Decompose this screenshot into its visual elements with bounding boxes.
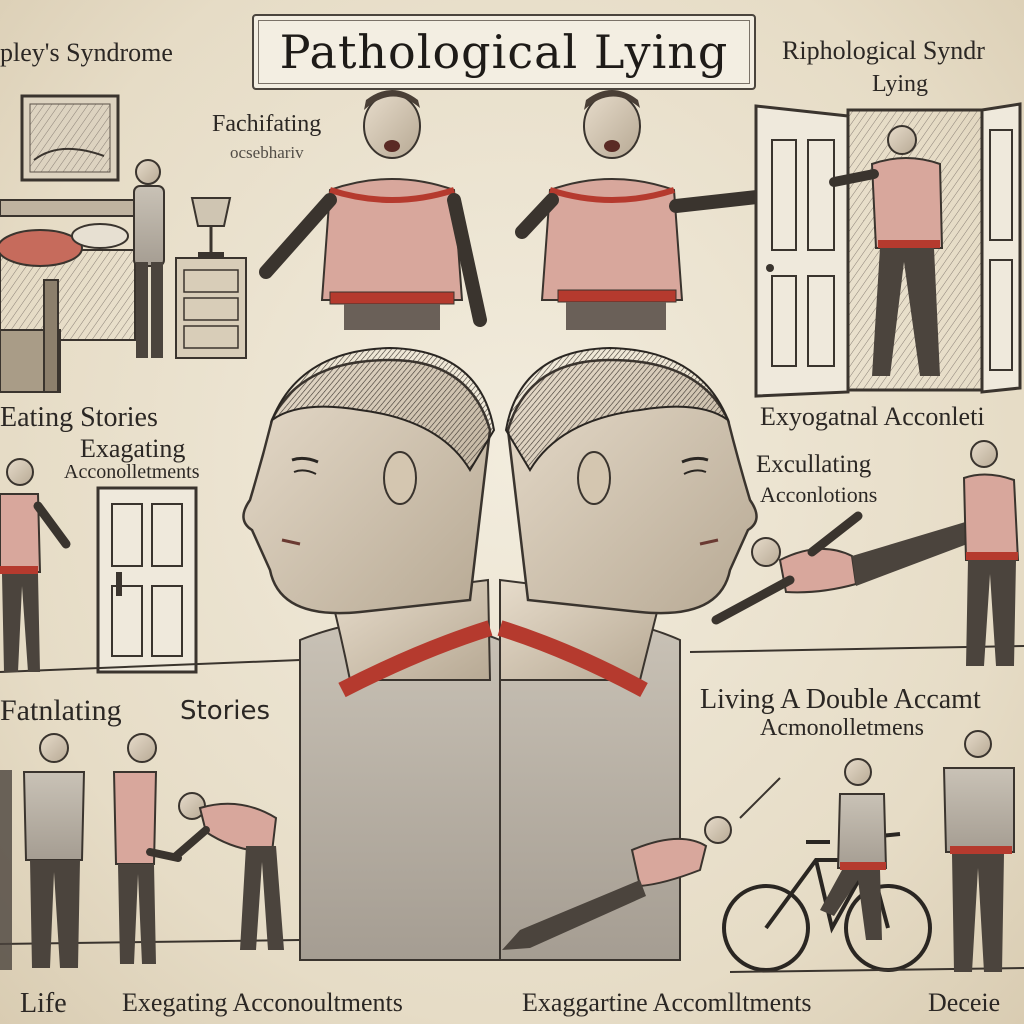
person-figure: [112, 733, 182, 964]
label-center-top-2: ocsebhariv: [230, 143, 304, 162]
label-right-mid-3: Acconlotions: [760, 482, 878, 507]
label-right-low-1: Living A Double Accamt: [700, 684, 981, 715]
label-left-low-2: Stories: [180, 696, 271, 726]
label-top-right-1: Riphological Syndr: [782, 36, 985, 65]
person-figure: [22, 733, 86, 968]
label-top-right-2: Lying: [872, 71, 929, 97]
leaping-scene: [689, 440, 1024, 666]
door-scene-left: [0, 458, 301, 674]
label-bottom-3: Exaggartine Accomlltments: [522, 988, 812, 1017]
door-icon: [980, 102, 1022, 394]
picture-frame-icon: [20, 94, 120, 182]
label-right-mid-2: Excullating: [756, 451, 872, 478]
label-center-top-1: Fachifating: [212, 111, 322, 137]
person-figure: [942, 730, 1015, 972]
person-figure: [259, 90, 487, 330]
twin-profile-portrait: [242, 346, 758, 961]
label-right-low-2: Acmonolletmens: [760, 715, 924, 741]
page-title: Pathological Lying: [279, 25, 729, 79]
gesturing-men-scene: [259, 90, 773, 330]
person-figure: [133, 159, 165, 358]
bedroom-scene: [0, 94, 247, 393]
person-figure: [502, 816, 732, 950]
label-bottom-2: Exegating Acconoultments: [122, 988, 403, 1017]
left-profile-head: [242, 346, 501, 961]
bicycle-scene: [502, 730, 1024, 973]
lamp-icon: [190, 197, 232, 258]
person-figure: [820, 758, 888, 940]
bed-icon: [0, 199, 141, 393]
bowing-scene: [0, 733, 301, 970]
title-frame: Pathological Lying: [252, 14, 756, 90]
person-figure: [515, 90, 773, 330]
door-icon: [754, 104, 850, 398]
person-figure: [0, 458, 71, 672]
person-figure: [711, 511, 978, 625]
label-right-mid-1: Exyogatnal Acconleti: [760, 402, 985, 431]
label-left-low-1: Fatnlating: [0, 694, 122, 727]
person-figure: [829, 125, 944, 376]
label-left-mid-1: Eating Stories: [0, 402, 158, 433]
label-top-left: pley's Syndrome: [0, 38, 173, 67]
label-left-mid-3: Acconolletments: [64, 461, 200, 483]
person-figure: [962, 440, 1020, 666]
label-bottom-4: Deceie: [928, 988, 1001, 1017]
right-profile-head: [497, 346, 758, 961]
person-figure: [172, 792, 284, 950]
label-left-mid-2: Exagating: [80, 434, 186, 463]
label-bottom-1: Life: [20, 988, 67, 1019]
doorway-scene: [754, 102, 1022, 398]
door-icon: [96, 486, 198, 674]
